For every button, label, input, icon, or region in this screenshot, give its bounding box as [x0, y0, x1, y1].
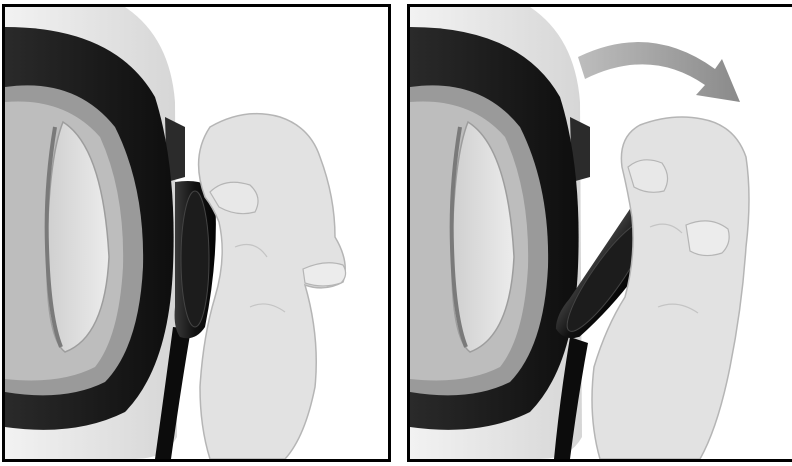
step-panel-rotate [407, 4, 792, 462]
illustration-hold [5, 7, 388, 459]
step-panel-hold [2, 4, 391, 462]
hand-icon [199, 114, 346, 459]
illustration-rotate [410, 7, 792, 459]
rotation-arrow-icon [578, 42, 740, 102]
